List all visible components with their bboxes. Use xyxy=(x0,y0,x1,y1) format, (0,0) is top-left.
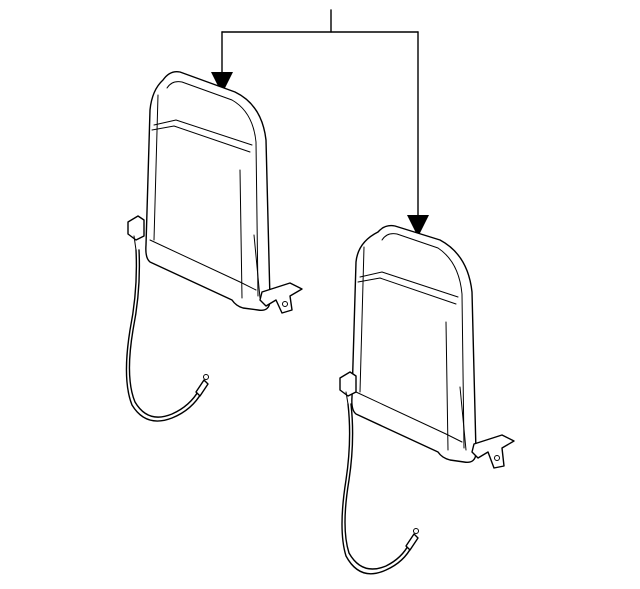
callout-leader xyxy=(221,9,419,216)
seat-back-left xyxy=(125,70,303,422)
seat-back-right xyxy=(339,224,515,575)
callout-arrow-right xyxy=(407,215,429,237)
callout-arrow-left xyxy=(211,72,233,94)
